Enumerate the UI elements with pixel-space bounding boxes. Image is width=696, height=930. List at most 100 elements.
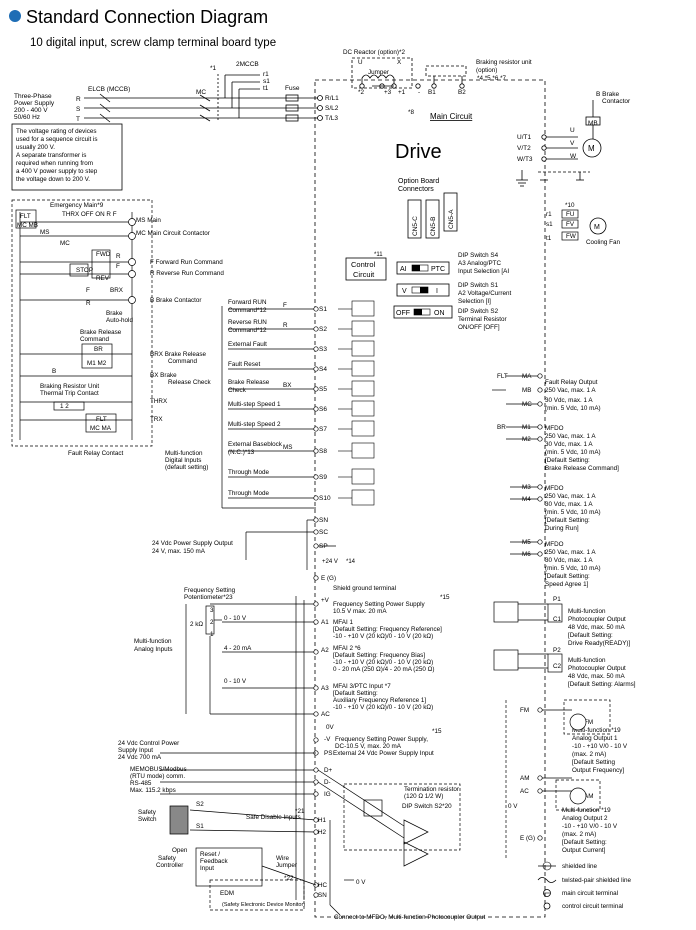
svg-text:DIP Switch S2: DIP Switch S2 [458, 308, 499, 315]
control-terminal-icon [313, 386, 319, 392]
svg-text:*11: *11 [374, 252, 383, 258]
svg-text:(120 Ω 1/2 W): (120 Ω 1/2 W) [404, 793, 443, 800]
page-subtitle: 10 digital input, screw clamp terminal b… [30, 37, 276, 49]
svg-text:30 Vdc, max. 1 A: 30 Vdc, max. 1 A [545, 397, 593, 404]
digital-input-label: Brake Release [228, 379, 270, 386]
svg-text:MFAI 1: MFAI 1 [333, 619, 353, 626]
svg-text:r1: r1 [546, 211, 552, 218]
dip-switch-s1[interactable]: V I [396, 283, 450, 297]
control-circuit-label: Control Circuit *11 [351, 252, 383, 279]
svg-text:(max. 2 mA): (max. 2 mA) [572, 751, 606, 758]
svg-text:AC: AC [321, 711, 330, 718]
svg-text:IG: IG [324, 791, 331, 798]
digital-input-label: Reverse RUN [228, 319, 267, 326]
svg-text:Release Check: Release Check [168, 379, 212, 386]
sequence-circuit: Emergency Main*9 THRX OFF ON R F FLT MC … [17, 202, 224, 457]
power-24v-label: 24 Vdc Power Supply Output [152, 540, 233, 547]
svg-text:250 Vac, max. 1 A: 250 Vac, max. 1 A [545, 433, 596, 440]
control-terminal-icon [313, 426, 319, 432]
photocoupler-icon [351, 340, 375, 357]
svg-text:30 Vdc, max. 1 A: 30 Vdc, max. 1 A [545, 557, 593, 564]
svg-text:Option Board: Option Board [398, 178, 439, 185]
svg-text:FW: FW [566, 233, 576, 240]
option-connectors: CN5-C CN5-B CN5-A [407, 192, 458, 239]
svg-text:U: U [358, 59, 363, 66]
svg-text:+1: +1 [398, 89, 406, 96]
svg-text:Auxiliary Frequency Reference: Auxiliary Frequency Reference 1] [333, 697, 426, 704]
svg-text:A3: A3 [321, 685, 329, 692]
svg-text:*2: *2 [358, 89, 364, 96]
svg-text:Wire: Wire [276, 855, 289, 862]
analog-outputs: FM FM Multi-function *19 Analog Output 1… [508, 707, 628, 854]
dip-switch-s4[interactable]: AI PTC [396, 261, 450, 275]
svg-text:A1: A1 [321, 619, 329, 626]
svg-text:EDM: EDM [220, 890, 234, 897]
svg-text:H2: H2 [318, 829, 327, 836]
svg-text:E (G): E (G) [321, 575, 336, 582]
digital-input-label: External Baseblock [228, 441, 283, 448]
option-board: Option Board Connectors [398, 178, 439, 193]
svg-text:Contactor: Contactor [602, 98, 631, 105]
svg-text:*22: *22 [284, 875, 294, 882]
svg-text:M5: M5 [522, 539, 531, 546]
svg-text:M: M [594, 224, 600, 231]
digital-input-terminal: S8 [319, 448, 327, 455]
terminal-t-l3: T/L3 [325, 115, 338, 122]
relay-outputs: FLT MA MB MC Fault Relay Output 250 Vac,… [497, 373, 619, 588]
photocoupler-icon [351, 360, 375, 377]
svg-text:Analog Output 1: Analog Output 1 [572, 735, 618, 742]
svg-text:*14: *14 [346, 559, 356, 565]
svg-text:*10: *10 [565, 202, 575, 209]
svg-text:U/T1: U/T1 [517, 134, 531, 141]
svg-text:Output Frequency]: Output Frequency] [572, 767, 624, 774]
svg-text:[Default Setting:: [Default Setting: [333, 690, 378, 697]
svg-text:0V: 0V [326, 724, 335, 731]
svg-text:M4: M4 [522, 496, 531, 503]
svg-text:T: T [76, 116, 80, 123]
svg-text:P1: P1 [553, 596, 561, 603]
svg-text:250 Vac, max. 1 A: 250 Vac, max. 1 A [545, 549, 596, 556]
svg-text:PTC: PTC [431, 266, 445, 273]
svg-text:t1: t1 [546, 235, 552, 242]
legend-shielded: shielded line [562, 863, 598, 870]
svg-text:(max. 2 mA): (max. 2 mA) [562, 831, 596, 838]
svg-text:(default setting): (default setting) [165, 464, 208, 471]
voltage-note: The voltage rating of devices used for a… [16, 128, 98, 183]
svg-text:MB: MB [522, 387, 531, 394]
svg-text:Terminal Resistor: Terminal Resistor [458, 316, 507, 323]
svg-text:BRX Brake Release: BRX Brake Release [150, 351, 206, 358]
motor-output: U/T1 V/T2 W/T3 U V W B Brake Contactor M… [517, 91, 631, 163]
svg-text:AM: AM [520, 775, 529, 782]
svg-text:Multi-function: Multi-function [134, 638, 172, 645]
svg-text:PS: PS [324, 750, 332, 757]
digital-input-bus [221, 306, 336, 570]
main-circuit-label: Main Circuit [430, 112, 473, 121]
analog-section: E (G) Shield ground terminal Frequency S… [118, 575, 450, 761]
legend: shielded line twisted-pair shielded line… [537, 861, 631, 910]
dip-switch-s2[interactable]: OFF ON [393, 305, 453, 319]
svg-text:+24 V: +24 V [322, 559, 338, 565]
svg-text:SN: SN [319, 517, 328, 524]
svg-text:Circuit: Circuit [353, 270, 375, 279]
power-supply: Three-Phase Power Supply 200 - 400 V 50/… [14, 61, 300, 123]
svg-text:E (G): E (G) [520, 835, 535, 842]
svg-text:MC: MC [522, 401, 532, 408]
svg-text:+3: +3 [384, 89, 392, 96]
svg-text:Termination resistor: Termination resistor [404, 786, 459, 793]
svg-text:M1 M2: M1 M2 [87, 360, 107, 367]
svg-text:Auto-hold: Auto-hold [106, 317, 133, 324]
svg-text:A3 Analog/PTC: A3 Analog/PTC [458, 260, 502, 267]
svg-text:-10 - +10 V/0 - 10 V: -10 - +10 V/0 - 10 V [562, 823, 618, 830]
svg-text:P2: P2 [553, 647, 561, 654]
svg-text:*4 *5 *6 *7: *4 *5 *6 *7 [477, 75, 507, 82]
legend-main-terminal: main circuit terminal [562, 890, 618, 897]
svg-text:U: U [570, 127, 575, 134]
digital-input-terminal: S6 [319, 406, 327, 413]
svg-text:FM: FM [584, 719, 593, 726]
svg-text:AM: AM [584, 793, 593, 800]
svg-text:2MCCB: 2MCCB [236, 61, 259, 68]
svg-text:The voltage rating of devices: The voltage rating of devices [16, 128, 97, 135]
digital-input-label: Multi-step Speed 2 [228, 421, 281, 428]
svg-text:used for a sequence circuit is: used for a sequence circuit is [16, 136, 98, 143]
